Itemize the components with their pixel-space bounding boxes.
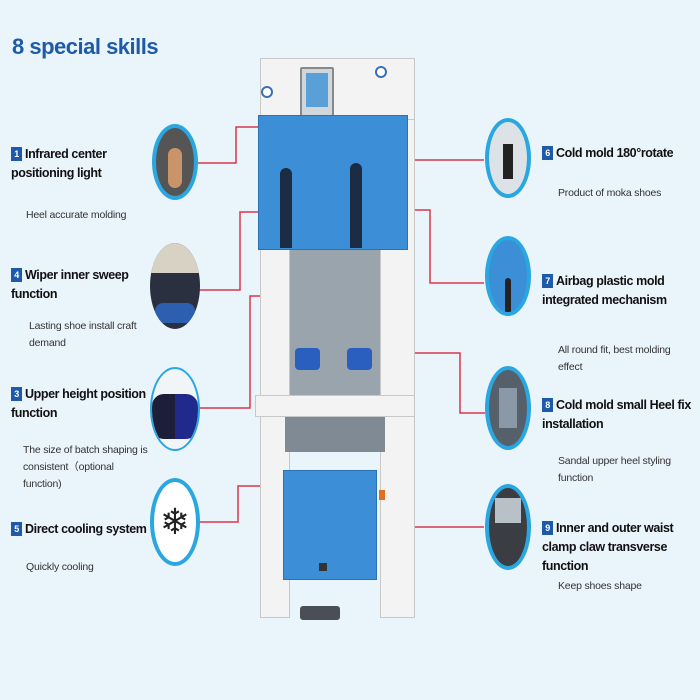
gauge-left-icon xyxy=(261,86,273,98)
machine-top-header xyxy=(260,58,415,120)
feature-number-badge: 4 xyxy=(11,268,22,282)
feature-title: Cold mold small Heel fix installation xyxy=(542,398,691,431)
feature-number-badge: 8 xyxy=(542,398,553,412)
feature-desc: All round fit, best molding effect xyxy=(558,344,671,373)
gauge-right-icon xyxy=(375,66,387,78)
touch-screen xyxy=(300,67,334,117)
feature-desc: Product of moka shoes xyxy=(558,187,662,199)
feature-desc: Heel accurate molding xyxy=(26,209,127,221)
waist-clamp-photo xyxy=(485,484,531,570)
shoe-last-right xyxy=(350,163,362,248)
feature-title: Airbag plastic mold integrated mechanism xyxy=(542,274,667,307)
mechanism-area xyxy=(290,250,380,395)
feature-desc: Keep shoes shape xyxy=(558,580,642,592)
leader-line-8 xyxy=(385,352,485,414)
shoe-last-left xyxy=(280,168,292,248)
snowflake-icon: ❄ xyxy=(150,478,200,566)
feature-number-badge: 5 xyxy=(11,522,22,536)
feature-number-badge: 1 xyxy=(11,147,22,161)
feature-desc: Sandal upper heel styling function xyxy=(558,455,671,484)
wiper-photo xyxy=(150,243,200,329)
feature-title: Wiper inner sweep function xyxy=(11,268,129,301)
machine-illustration xyxy=(255,58,425,623)
work-shelf xyxy=(255,395,415,417)
feature-desc: Quickly cooling xyxy=(26,561,94,573)
feature-desc: Lasting shoe install craft demand xyxy=(29,320,137,349)
feature-number-badge: 9 xyxy=(542,521,553,535)
feature-number-badge: 3 xyxy=(11,387,22,401)
feature-title: Infrared center positioning light xyxy=(11,147,107,180)
page-title: 8 special skills xyxy=(12,34,159,59)
feature-title: Upper height position function xyxy=(11,387,146,420)
heel-fix-photo xyxy=(485,366,531,450)
foot-pedal xyxy=(300,606,340,620)
feature-number-badge: 6 xyxy=(542,146,553,160)
feature-desc: The size of batch shaping is consistent（… xyxy=(23,444,148,490)
feature-title: Inner and outer waist clamp claw transve… xyxy=(542,521,674,573)
cold-mold-photo xyxy=(485,118,531,198)
feature-title: Direct cooling system xyxy=(25,522,147,536)
infrared-light-photo xyxy=(152,124,198,200)
feature-title: Cold mold 180°rotate xyxy=(556,146,674,160)
airbag-mold-photo xyxy=(485,236,531,316)
shoe-upper-photo xyxy=(150,367,200,451)
feature-number-badge: 7 xyxy=(542,274,553,288)
lower-blue-cabinet xyxy=(283,470,377,580)
